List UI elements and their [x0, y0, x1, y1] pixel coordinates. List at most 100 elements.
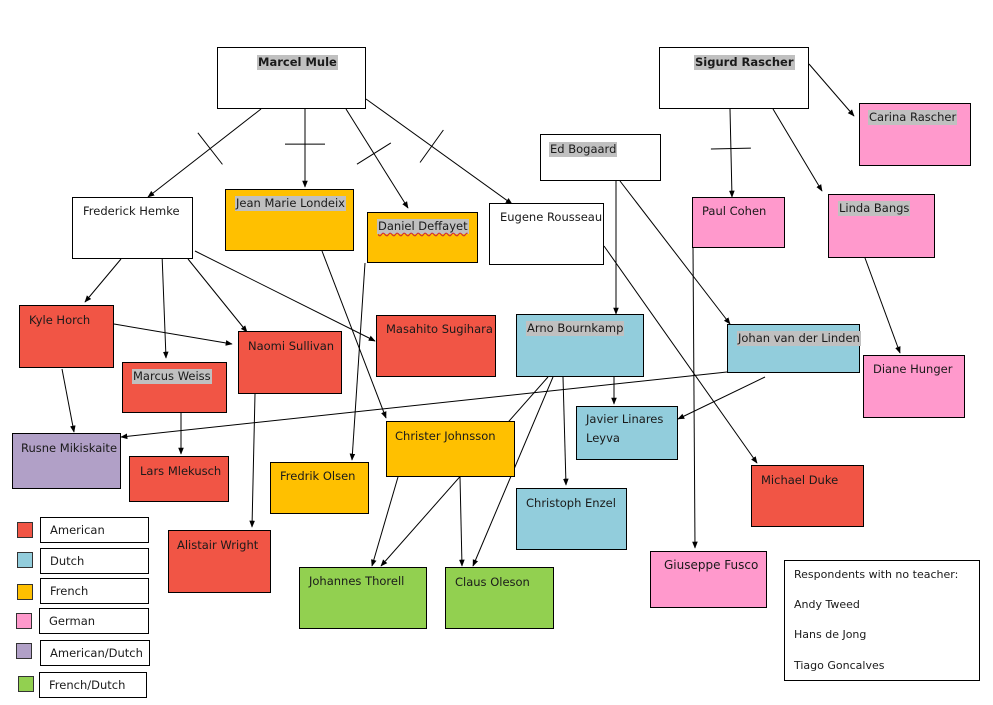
- node-jean-marie-londeix[interactable]: Jean Marie Londeix: [225, 189, 354, 251]
- legend-swatch-american-dutch: [16, 643, 32, 659]
- node-label: Christer Johnsson: [395, 429, 496, 443]
- node-fredrik-olsen[interactable]: Fredrik Olsen: [270, 462, 369, 514]
- no-teacher-name: Tiago Goncalves: [794, 659, 885, 672]
- node-label: Daniel Deffayet: [377, 219, 469, 234]
- edge-cross-mark: [710, 147, 751, 150]
- node-label: Marcus Weiss: [132, 369, 212, 384]
- node-label: Diane Hunger: [873, 362, 953, 376]
- legend-item-american-dutch: American/Dutch: [40, 640, 150, 666]
- node-label-line1: Javier Linares: [586, 412, 664, 426]
- node-sigurd-rascher[interactable]: Sigurd Rascher: [659, 47, 809, 109]
- node-claus-oleson[interactable]: Claus Oleson: [445, 567, 554, 629]
- edge-sigurd-rascher-to-paul-cohen: [729, 108, 735, 198]
- node-label: Eugene Rousseau: [500, 210, 603, 224]
- node-javier-linares-leyva[interactable]: Javier Linares Leyva: [576, 406, 678, 460]
- edge-sigurd-rascher-to-carina-rascher: [808, 63, 855, 117]
- node-giuseppe-fusco[interactable]: Giuseppe Fusco: [650, 551, 767, 608]
- legend-item-french-dutch: French/Dutch: [39, 672, 147, 698]
- edge-frederick-hemke-to-masahito-sugihara: [194, 250, 376, 342]
- no-teacher-box: Respondents with no teacher: Andy Tweed …: [784, 560, 980, 681]
- node-label: Sigurd Rascher: [694, 55, 795, 70]
- node-label: Jean Marie Londeix: [235, 196, 346, 211]
- node-label: Frederick Hemke: [83, 204, 180, 218]
- node-label: Arno Bournkamp: [526, 321, 625, 336]
- edge-arno-bournkamp-to-christoph-enzel: [562, 376, 569, 486]
- node-diane-hunger[interactable]: Diane Hunger: [863, 355, 965, 418]
- node-paul-cohen[interactable]: Paul Cohen: [692, 197, 785, 248]
- node-naomi-sullivan[interactable]: Naomi Sullivan: [238, 331, 342, 394]
- node-lars-mlekusch[interactable]: Lars Mlekusch: [129, 456, 229, 502]
- edge-cross-mark: [356, 142, 392, 165]
- node-label: Fredrik Olsen: [280, 469, 356, 483]
- edge-frederick-hemke-to-marcus-weiss: [161, 253, 169, 359]
- node-label: Paul Cohen: [702, 204, 767, 218]
- node-label: Christoph Enzel: [526, 496, 616, 510]
- node-carina-rascher[interactable]: Carina Rascher: [859, 103, 971, 166]
- edge-frederick-hemke-to-kyle-horch: [84, 258, 122, 303]
- edge-christer-johnsson-to-claus-oleson: [459, 476, 465, 567]
- legend-swatch-dutch: [17, 552, 33, 568]
- legend-label: French: [50, 584, 89, 598]
- node-label: Giuseppe Fusco: [664, 558, 759, 572]
- legend-swatch-american: [17, 522, 33, 538]
- legend-label: German: [49, 614, 96, 628]
- node-frederick-hemke[interactable]: Frederick Hemke: [72, 197, 193, 259]
- node-eugene-rousseau[interactable]: Eugene Rousseau: [489, 203, 604, 265]
- legend-item-french: French: [40, 578, 149, 604]
- edge-johan-van-der-linden-to-javier-linares-leyva: [677, 376, 766, 420]
- edge-kyle-horch-to-naomi-sullivan: [113, 323, 233, 346]
- node-rusne-mikiskaite[interactable]: Rusne Mikiskaite: [12, 433, 121, 489]
- node-label: Marcel Mule: [257, 55, 338, 70]
- edge-cross-mark: [419, 129, 444, 163]
- node-christoph-enzel[interactable]: Christoph Enzel: [516, 488, 627, 550]
- node-label: Rusne Mikiskaite: [21, 441, 118, 455]
- node-label: Michael Duke: [761, 473, 839, 487]
- node-marcel-mule[interactable]: Marcel Mule: [217, 47, 366, 109]
- legend-item-german: German: [39, 608, 149, 634]
- no-teacher-name: Hans de Jong: [794, 628, 867, 641]
- legend-label: American/Dutch: [50, 646, 143, 660]
- edge-linda-bangs-to-diane-hunger: [864, 257, 901, 354]
- edge-naomi-sullivan-to-alistair-wright: [249, 393, 256, 528]
- legend-label: American: [50, 523, 105, 537]
- node-label: Lars Mlekusch: [140, 464, 222, 478]
- legend-item-american: American: [40, 517, 149, 543]
- edge-frederick-hemke-to-naomi-sullivan: [187, 258, 248, 333]
- edge-marcel-mule-to-daniel-deffayet: [345, 108, 409, 209]
- edge-marcel-mule-to-frederick-hemke: [147, 108, 262, 198]
- edge-cross-mark: [197, 132, 223, 165]
- edge-paul-cohen-to-giuseppe-fusco: [692, 246, 698, 549]
- node-johan-van-der-linden[interactable]: Johan van der Linden: [727, 324, 861, 373]
- legend-swatch-french: [17, 584, 33, 600]
- edge-daniel-deffayet-to-fredrik-olsen: [349, 262, 366, 461]
- node-label: Ed Bogaard: [549, 142, 618, 157]
- node-label: Johan van der Linden: [737, 331, 861, 346]
- node-label: Alistair Wright: [177, 538, 259, 552]
- node-label: Claus Oleson: [455, 575, 530, 589]
- node-linda-bangs[interactable]: Linda Bangs: [828, 194, 935, 258]
- node-alistair-wright[interactable]: Alistair Wright: [168, 530, 271, 593]
- node-christer-johnsson[interactable]: Christer Johnsson: [386, 421, 515, 477]
- node-ed-bogaard[interactable]: Ed Bogaard: [540, 134, 661, 181]
- legend-label: French/Dutch: [49, 678, 126, 692]
- node-johannes-thorell[interactable]: Johannes Thorell: [299, 567, 427, 629]
- legend-swatch-german: [16, 613, 32, 629]
- node-label: Masahito Sugihara: [386, 322, 493, 336]
- node-kyle-horch[interactable]: Kyle Horch: [19, 305, 114, 368]
- node-label: Kyle Horch: [29, 313, 91, 327]
- node-masahito-sugihara[interactable]: Masahito Sugihara: [376, 315, 496, 377]
- node-label: Naomi Sullivan: [248, 339, 335, 353]
- node-michael-duke[interactable]: Michael Duke: [751, 465, 864, 527]
- node-daniel-deffayet[interactable]: Daniel Deffayet: [367, 212, 478, 263]
- node-label: Linda Bangs: [838, 201, 911, 216]
- node-arno-bournkamp[interactable]: Arno Bournkamp: [516, 314, 644, 377]
- edge-kyle-horch-to-rusne-mikiskaite: [61, 368, 76, 433]
- edge-sigurd-rascher-to-linda-bangs: [772, 108, 823, 192]
- legend-item-dutch: Dutch: [40, 548, 149, 574]
- node-label: Carina Rascher: [868, 110, 958, 125]
- node-label-line2: Leyva: [586, 431, 620, 445]
- node-label: Johannes Thorell: [309, 574, 405, 588]
- no-teacher-name: Andy Tweed: [794, 598, 860, 611]
- legend-swatch-french-dutch: [18, 676, 34, 692]
- node-marcus-weiss[interactable]: Marcus Weiss: [122, 362, 227, 413]
